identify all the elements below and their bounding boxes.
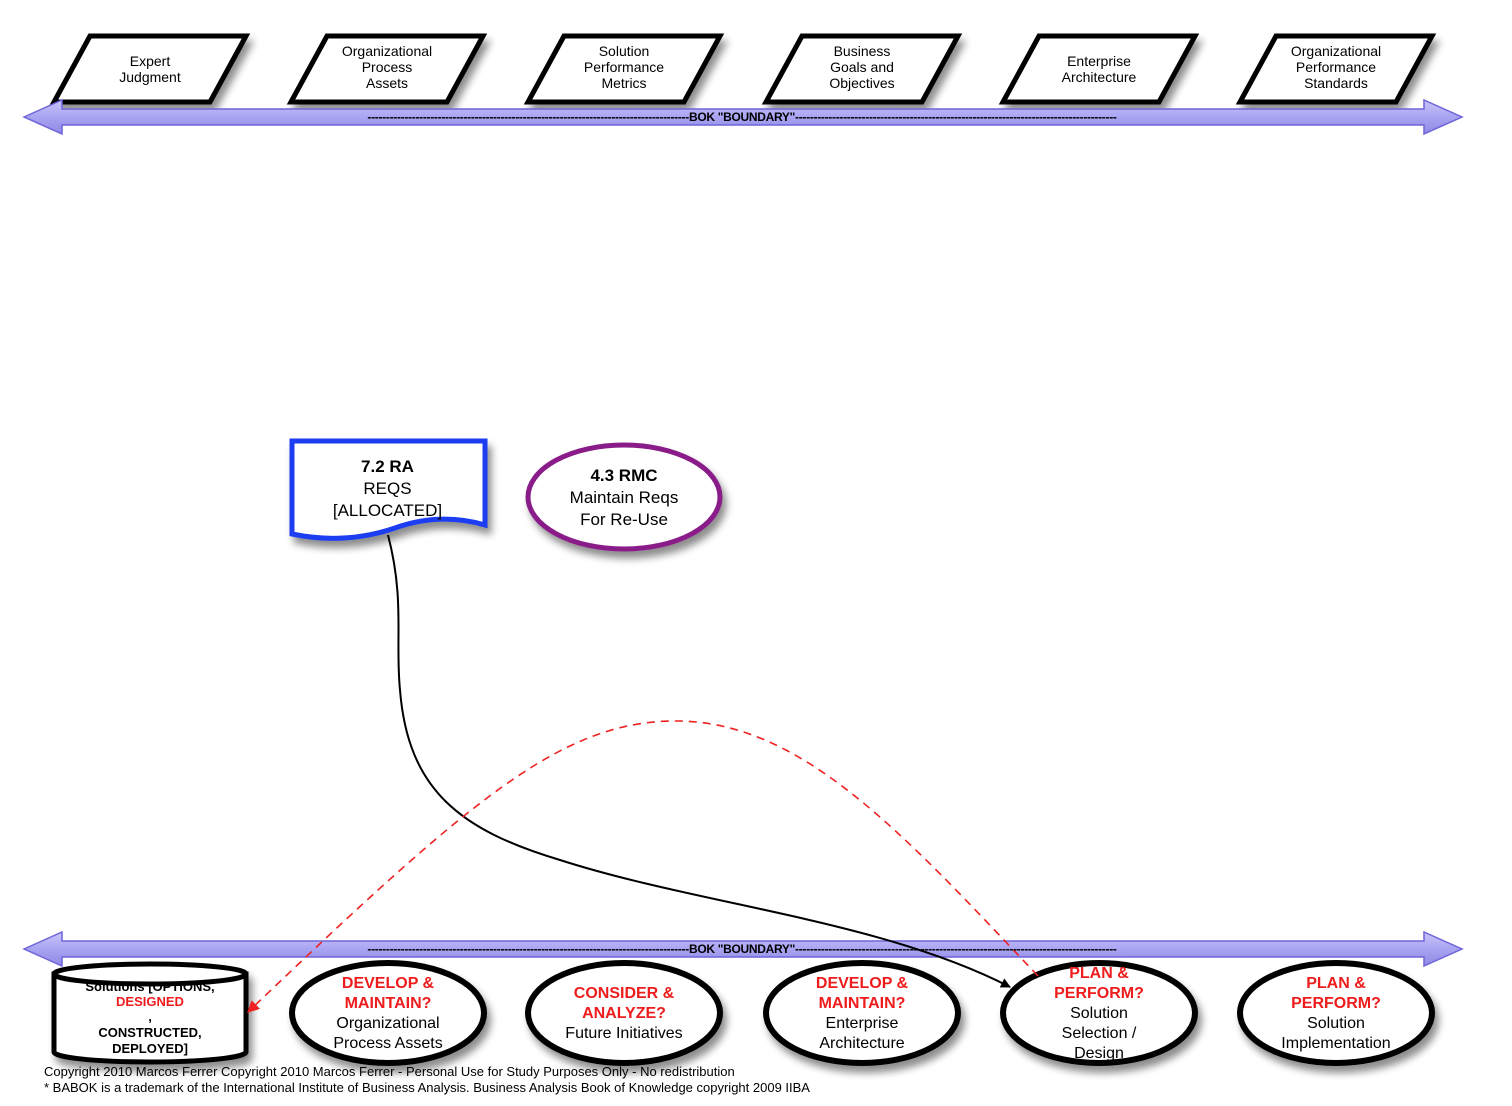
output-label-future-initiatives: CONSIDER &ANALYZE? Future Initiatives [565,985,683,1042]
output-ellipses [289,960,1435,1066]
boundary-dashes-right: ----------------------------------------… [795,110,1117,124]
output-ellipse-solution-selection [1000,960,1198,1066]
input-parallelograms [49,33,1437,105]
footer-copyright: Copyright 2010 Marcos Ferrer Copyright 2… [44,1064,735,1079]
input-shape-org-performance-standards [1235,33,1437,105]
rmc-label: 4.3 RMC Maintain Reqs For Re-Use [534,464,714,532]
ra-document-shape [289,438,488,541]
solutions-line4: DEPLOYED] [112,1040,188,1056]
input-shape-org-process-assets [286,33,488,105]
output-ellipse-future-initiatives [525,960,723,1066]
solutions-line1: Solutions [OPTIONS, [85,979,215,995]
boundary-dashes-left: ----------------------------------------… [367,110,689,124]
boundary-top-text: BOK "BOUNDARY" [688,110,796,124]
rmc-line1: Maintain Reqs [569,488,679,507]
ra-title: 7.2 RA [361,457,414,476]
boundary-bottom-text: BOK "BOUNDARY" [688,942,796,956]
rmc-line2: For Re-Use [580,510,668,529]
input-shape-business-goals [761,33,963,105]
connector-solution-selection-to-solutions [247,720,1039,1013]
ra-line1: REQS [363,479,412,498]
solutions-designed: DESIGNED [116,994,184,1010]
output-ellipse-enterprise-architecture [763,960,961,1066]
connector-ra-to-solution-selection [387,534,1011,988]
input-shape-expert-judgment [49,33,251,105]
rmc-ellipse [525,442,723,552]
boundary-label-bottom: ----------------------------------------… [258,941,1226,957]
boundary-arrow-top [22,98,1464,136]
boundary-label-top: ----------------------------------------… [262,109,1222,125]
boundary-dashes-right: ----------------------------------------… [795,942,1117,956]
rmc-title: 4.3 RMC [590,466,658,485]
boundary-dashes-left: ----------------------------------------… [367,942,689,956]
solutions-cylinder [51,961,249,1065]
solutions-label: Solutions [OPTIONS, DESIGNED, CONSTRUCTE… [58,979,242,1056]
input-shape-enterprise-architecture [998,33,1200,105]
solutions-line3: CONSTRUCTED, [98,1024,202,1040]
input-shape-solution-performance-metrics [523,33,725,105]
boundary-arrow-bottom [22,930,1464,968]
ra-line2: [ALLOCATED] [332,501,443,520]
footer-trademark: * BABOK is a trademark of the Internatio… [44,1080,810,1095]
solutions-line2: DESIGNED, [116,994,184,1024]
output-ellipse-org-process-assets [289,960,487,1066]
output-ellipse-solution-implementation [1237,960,1435,1066]
ra-label: 7.2 RA REQS [ALLOCATED] [295,455,480,523]
